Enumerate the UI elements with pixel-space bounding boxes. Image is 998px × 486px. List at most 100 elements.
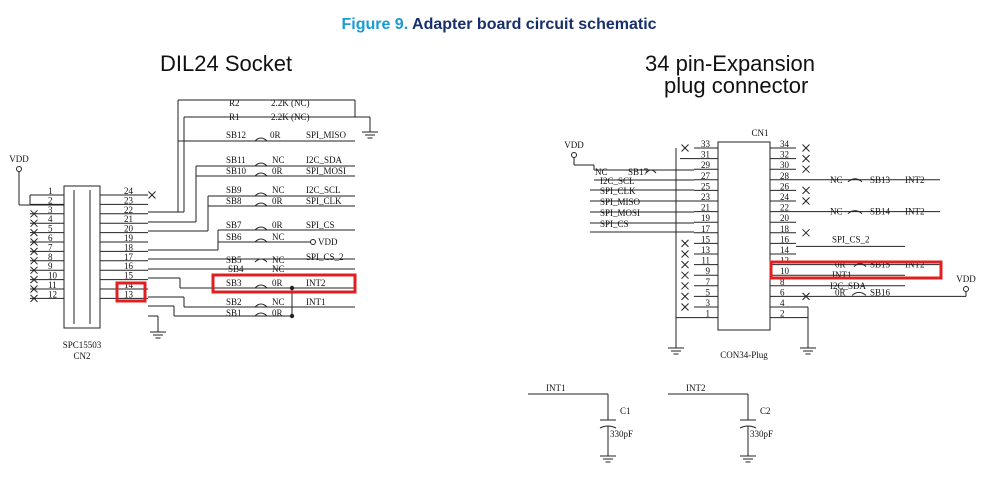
jumper-value: 0R bbox=[272, 220, 283, 230]
socket-pin-right-number: 24 bbox=[124, 186, 134, 196]
jumper-name: SB2 bbox=[226, 297, 242, 307]
jumper-value: 0R bbox=[272, 278, 283, 288]
no-connect-mark bbox=[30, 266, 38, 275]
jumper-name: SB15 bbox=[870, 260, 891, 270]
connector-pin-left-number: 27 bbox=[701, 171, 711, 181]
no-connect-mark bbox=[802, 154, 810, 163]
jumper-value: NC bbox=[272, 232, 285, 242]
vdd-label: VDD bbox=[9, 154, 29, 164]
connector-pin-right-number: 28 bbox=[780, 171, 790, 181]
dil24-title: DIL24 Socket bbox=[160, 51, 293, 76]
jumper-name: SB7 bbox=[226, 220, 242, 230]
jumper-name: SB1 bbox=[226, 308, 242, 318]
jumper-name: SB12 bbox=[226, 130, 246, 140]
net-label: INT1 bbox=[832, 270, 852, 280]
wire bbox=[681, 239, 689, 248]
connector-pin-right-number: 24 bbox=[780, 192, 790, 202]
no-connect-mark bbox=[30, 219, 38, 228]
jumper-net: INT2 bbox=[306, 278, 326, 288]
solder-bridge-arc bbox=[254, 312, 268, 317]
no-connect-mark bbox=[30, 285, 38, 293]
ground-symbol bbox=[600, 450, 616, 463]
vdd-terminal bbox=[310, 239, 316, 245]
capacitor-net: INT1 bbox=[546, 383, 566, 393]
jumper-name: SB14 bbox=[870, 207, 891, 217]
connector-pin-left-number: 3 bbox=[706, 298, 711, 308]
wire bbox=[30, 285, 38, 293]
connector-pin-right-number: 16 bbox=[780, 234, 790, 244]
socket-pin-right-number: 21 bbox=[124, 214, 133, 224]
connector-pin-right-number: 34 bbox=[780, 139, 790, 149]
socket-pin-left-number: 6 bbox=[48, 233, 53, 243]
jumper-net: SPI_CS bbox=[306, 220, 335, 230]
connector-pin-right-number: 4 bbox=[780, 298, 785, 308]
no-connect-mark bbox=[681, 271, 689, 280]
highlight-pin-12-int2 bbox=[769, 260, 943, 280]
no-connect-mark bbox=[802, 144, 810, 152]
connector-pin-left-number: 13 bbox=[701, 245, 711, 255]
wire bbox=[802, 144, 810, 152]
jumper-name: SB13 bbox=[870, 175, 891, 185]
connector-pin-left-number: 33 bbox=[701, 139, 711, 149]
net-label: SPI_CS bbox=[600, 219, 629, 229]
jumper-net: I2C_SCL bbox=[306, 185, 341, 195]
jumper-name: SB3 bbox=[226, 278, 242, 288]
socket-pin-right-number: 19 bbox=[124, 233, 134, 243]
jumper-net: INT1 bbox=[306, 297, 326, 307]
socket-pin-left-number: 9 bbox=[48, 261, 53, 271]
socket-pin-right-number: 14 bbox=[124, 280, 134, 290]
figure-number: Figure 9. bbox=[341, 16, 409, 33]
connector-pin-right-number: 26 bbox=[780, 181, 790, 191]
connector-pin-left-number: 21 bbox=[701, 203, 710, 213]
socket-pin-right-number: 22 bbox=[124, 205, 133, 215]
jumper-name: SB16 bbox=[870, 287, 891, 297]
wire bbox=[30, 247, 38, 256]
jumper-value: NC bbox=[272, 255, 285, 265]
socket-pin-right-number: 13 bbox=[124, 289, 134, 299]
figure-title: Figure 9. Adapter board circuit schemati… bbox=[0, 16, 998, 34]
jumper-name: SB5 bbox=[226, 255, 242, 265]
connector-pin-left-number: 23 bbox=[701, 192, 711, 202]
wire bbox=[30, 294, 38, 303]
wire bbox=[30, 209, 38, 218]
solder-bridge-arc bbox=[254, 202, 268, 207]
no-connect-mark bbox=[30, 256, 38, 265]
no-connect-mark bbox=[802, 186, 810, 195]
connector-pin-left-number: 7 bbox=[706, 277, 711, 287]
no-connect-mark bbox=[681, 239, 689, 248]
solder-bridge-arc bbox=[254, 162, 268, 167]
solder-bridge-arc bbox=[254, 284, 268, 289]
socket-pin-left-number: 5 bbox=[48, 224, 53, 234]
socket-pin-left-number: 1 bbox=[48, 186, 53, 196]
wire bbox=[802, 228, 810, 237]
no-connect-mark bbox=[30, 228, 38, 237]
socket-pin-right-number: 23 bbox=[124, 195, 134, 205]
socket-pin-left-number: 3 bbox=[48, 205, 53, 215]
jumper-name: SB10 bbox=[226, 166, 247, 176]
jumper-net: I2C_SDA bbox=[306, 155, 343, 165]
ground-symbol bbox=[362, 126, 378, 139]
wire bbox=[681, 260, 689, 269]
net-label: SPI_MISO bbox=[600, 197, 641, 207]
connector-pin-left-number: 19 bbox=[701, 213, 711, 223]
socket-body bbox=[63, 185, 101, 329]
connector-pin-left-number: 9 bbox=[706, 266, 711, 276]
wire bbox=[681, 303, 689, 311]
ground-symbol bbox=[800, 342, 816, 355]
figure-caption: Adapter board circuit schematic bbox=[412, 16, 657, 33]
solder-bridge-arc bbox=[254, 303, 268, 308]
jumper-value: NC bbox=[272, 185, 285, 195]
vdd-terminal bbox=[963, 286, 969, 292]
connector-pin-right-number: 30 bbox=[780, 160, 790, 170]
connector-pin-right-number: 2 bbox=[780, 309, 785, 319]
jumper-net: SPI_MISO bbox=[306, 130, 347, 140]
jumper-value: NC bbox=[272, 155, 285, 165]
wire bbox=[802, 165, 810, 174]
wire bbox=[802, 154, 810, 163]
connector-pin-right-number: 32 bbox=[780, 150, 789, 160]
net-label: NC bbox=[595, 167, 608, 177]
jumper-net: SPI_CS_2 bbox=[306, 252, 344, 262]
connector-pin-right-number: 20 bbox=[780, 213, 790, 223]
